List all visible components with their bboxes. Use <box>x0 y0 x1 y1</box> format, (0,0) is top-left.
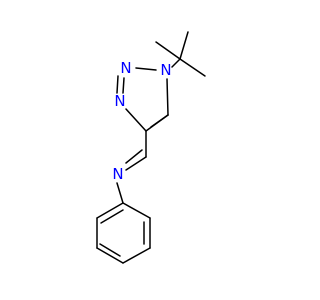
bond-tbu-methyl-top <box>179 31 189 60</box>
bond-ph-1-2 <box>122 202 151 219</box>
bond-c5-n1 <box>166 78 169 116</box>
atom-n3-label: N <box>114 92 125 110</box>
bond-ph-4-5-double <box>99 243 121 257</box>
bond-tbu-methyl-right <box>179 58 206 77</box>
atom-n1-label: N <box>160 61 171 79</box>
bond-tbu-methyl-left <box>155 41 181 60</box>
bond-ch-n-double <box>125 149 143 164</box>
bond-c4-c5-double <box>150 114 169 128</box>
bond-ph-3-4 <box>122 247 151 264</box>
atom-n2-label: N <box>120 59 131 77</box>
bond-n2-n3-inner <box>122 77 125 94</box>
bond-n-phenyl <box>116 182 124 204</box>
bond-n1-n2 <box>135 67 157 71</box>
bond-ph-4-5 <box>96 247 124 264</box>
molecule-structure: N N N N <box>96 31 206 264</box>
bond-ch-n-single <box>125 156 147 171</box>
bond-tbu-n1 <box>171 58 181 68</box>
molecule-canvas: N N N N <box>96 31 206 264</box>
bond-n2-n3-outer <box>116 75 119 94</box>
atom-imine-n-label: N <box>112 165 123 183</box>
bond-n3-c4 <box>125 108 147 132</box>
bond-ph-6-1-double <box>100 209 124 224</box>
bond-ph-6-1 <box>96 202 124 219</box>
